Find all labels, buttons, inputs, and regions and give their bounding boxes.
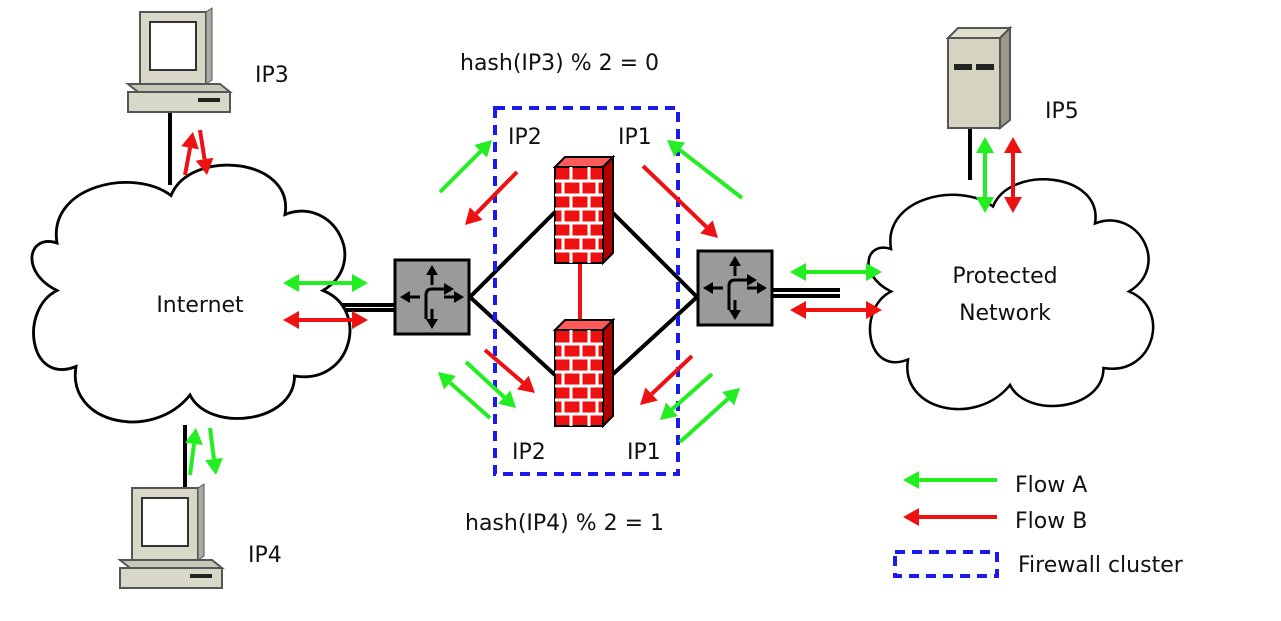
legend-flow-b-arrow-head xyxy=(903,508,919,526)
legend-flow-a-label: Flow A xyxy=(1015,473,1087,498)
arrow-bottom-right-a-shaft xyxy=(670,372,714,411)
firewall-cluster-box xyxy=(493,106,680,476)
arrow-bottom-left-a2-shaft xyxy=(448,381,492,420)
arrow-ip3-b-down-shaft xyxy=(198,129,207,160)
fw-bottom-left-label: IP2 xyxy=(512,440,546,465)
legend-flow-a-arrow-head xyxy=(903,471,919,489)
switch-right-icon xyxy=(696,249,774,327)
firewall-bottom-icon xyxy=(553,318,615,428)
arrow-top-right-a-shaft xyxy=(678,148,744,200)
fw-top-left-label: IP2 xyxy=(508,125,542,150)
arrow-top-right-b-shaft xyxy=(641,164,708,229)
arrow-bottom-right-b-shaft xyxy=(650,354,694,396)
hash-top-label: hash(IP3) % 2 = 0 xyxy=(460,51,659,76)
arrow-ip5-a-tail-head xyxy=(976,137,994,153)
computer-ip3-icon xyxy=(127,7,231,113)
legend: Flow A Flow B Firewall cluster xyxy=(893,473,1184,578)
arrow-bottom-right-a2-shaft xyxy=(678,397,730,444)
arrow-internet-a-head xyxy=(352,274,368,292)
arrow-ip3-b-up-shaft xyxy=(183,147,193,176)
arrow-protected-b-tail-head xyxy=(790,301,806,319)
switch-left-icon xyxy=(393,258,471,336)
hash-bottom-label: hash(IP4) % 2 = 1 xyxy=(465,511,664,536)
arrow-top-left-a-head xyxy=(474,140,492,158)
ip4-label: IP4 xyxy=(248,543,282,568)
arrow-protected-a-tail-head xyxy=(790,263,806,281)
computer-ip4-icon xyxy=(119,483,223,589)
arrow-top-left-a-shaft xyxy=(438,149,483,194)
server-ip5-icon xyxy=(945,25,1013,131)
arrow-top-left-b-shaft xyxy=(474,170,519,215)
protected-network-cloud xyxy=(867,178,1155,411)
arrow-ip4-a-down-head xyxy=(205,457,223,475)
arrow-internet-b-head xyxy=(352,311,368,329)
arrow-ip3-b-down-head xyxy=(195,157,214,175)
arrow-ip4-a-down-shaft xyxy=(208,427,216,460)
arrow-bottom-left-a-shaft xyxy=(464,360,506,399)
fw-bottom-right-label: IP1 xyxy=(627,440,661,465)
arrow-internet-a-tail-head xyxy=(283,274,299,292)
arrow-ip5-b-head xyxy=(1004,197,1022,213)
arrow-top-left-b-head xyxy=(465,207,483,225)
flow-arrows xyxy=(181,129,1022,526)
arrow-top-right-a-head xyxy=(667,140,686,157)
fw-top-right-label: IP1 xyxy=(618,125,652,150)
arrow-bottom-left-b-shaft xyxy=(483,348,525,385)
legend-flow-b-label: Flow B xyxy=(1015,509,1087,534)
ip5-label: IP5 xyxy=(1045,99,1079,124)
arrow-ip3-b-up-head xyxy=(181,132,199,150)
legend-cluster-label: Firewall cluster xyxy=(1018,553,1184,578)
arrow-ip4-a-up-shaft xyxy=(188,443,196,476)
protected-network-label-line1: Protected xyxy=(952,264,1057,289)
arrow-ip5-a-head xyxy=(976,197,994,213)
arrow-top-right-b-head xyxy=(700,220,718,238)
arrow-bottom-left-a-head xyxy=(498,390,516,408)
arrow-ip4-a-up-head xyxy=(185,428,203,446)
arrow-protected-b-head xyxy=(866,301,882,319)
arrow-bottom-left-b-head xyxy=(517,375,535,393)
links xyxy=(168,110,972,490)
arrow-ip5-b-tail-head xyxy=(1004,137,1022,153)
arrow-bottom-left-a2-head xyxy=(438,372,456,390)
arrow-internet-b-tail-head xyxy=(283,311,299,329)
arrow-bottom-right-a-head xyxy=(660,402,678,420)
protected-network-label-line2: Network xyxy=(959,301,1051,326)
internet-label: Internet xyxy=(156,293,244,318)
arrow-protected-a-head xyxy=(866,263,882,281)
legend-cluster-swatch xyxy=(893,550,999,578)
arrow-bottom-right-b-head xyxy=(640,387,658,405)
firewall-top-icon xyxy=(553,155,615,265)
arrow-bottom-right-a2-head xyxy=(722,388,740,406)
ip3-label: IP3 xyxy=(255,63,289,88)
